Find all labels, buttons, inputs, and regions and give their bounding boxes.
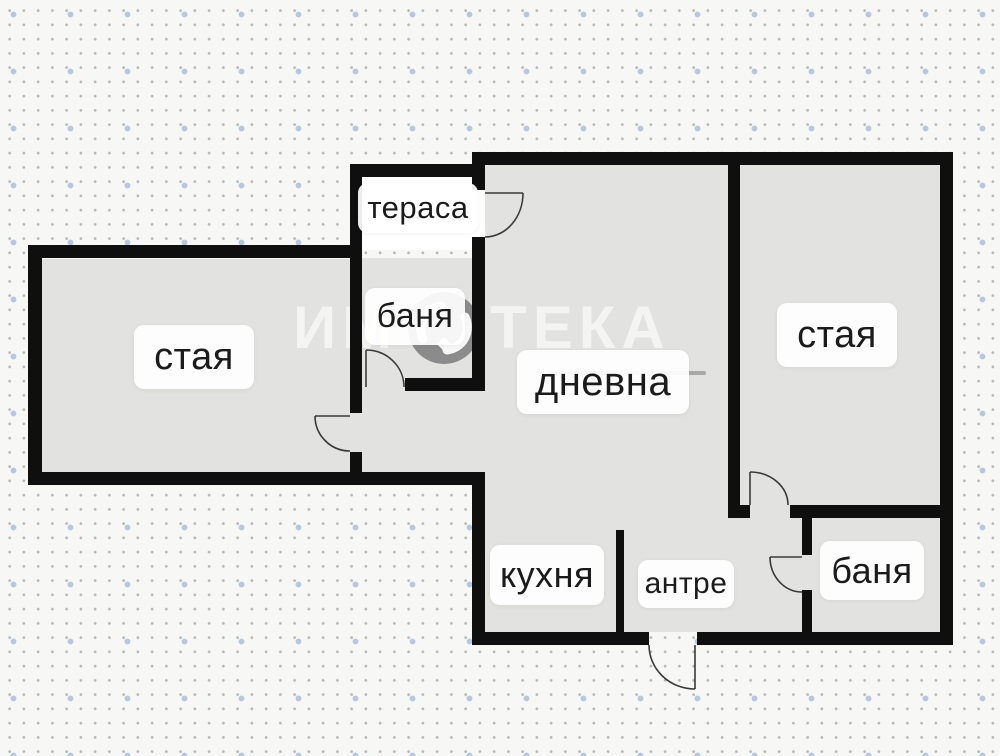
wall-bottom-right	[697, 632, 953, 645]
floor-hallway	[728, 505, 802, 632]
wall-room-right-bottom	[790, 505, 940, 518]
wall-bath-bottom-left-upper	[802, 518, 812, 555]
wall-divider-lower	[350, 452, 362, 472]
room-label-terrace: тераса	[358, 183, 478, 233]
wall-kitchen-left	[472, 472, 485, 645]
room-label-hallway: антре	[638, 560, 734, 608]
room-label-living: дневна	[517, 350, 689, 414]
wall-top	[472, 152, 953, 165]
wall-living-right	[728, 160, 740, 508]
room-label-bath-top: баня	[365, 288, 465, 345]
room-label-bath-bottom: баня	[820, 541, 924, 600]
wall-bath-top-bottom	[405, 378, 485, 391]
wall-kitchen-partition	[616, 530, 624, 632]
wall-room-left-top	[28, 245, 362, 258]
wall-room-left-left	[28, 245, 42, 485]
wall-living-left-mid	[472, 237, 485, 391]
room-label-kitchen: кухня	[490, 545, 604, 605]
wall-room-left-bottom	[28, 472, 485, 485]
wall-bath-bottom-left-lower	[802, 590, 812, 632]
wall-terrace-top	[350, 164, 485, 177]
wall-bottom-left	[472, 632, 649, 645]
room-label-room-right: стая	[777, 303, 897, 367]
wall-room-right-bottom-stub	[728, 505, 750, 518]
room-label-room-left: стая	[134, 325, 254, 389]
wall-right	[940, 152, 953, 645]
door-entrance	[648, 644, 696, 690]
floor-living-alcove	[350, 391, 485, 472]
wall-divider-upper	[350, 258, 362, 413]
